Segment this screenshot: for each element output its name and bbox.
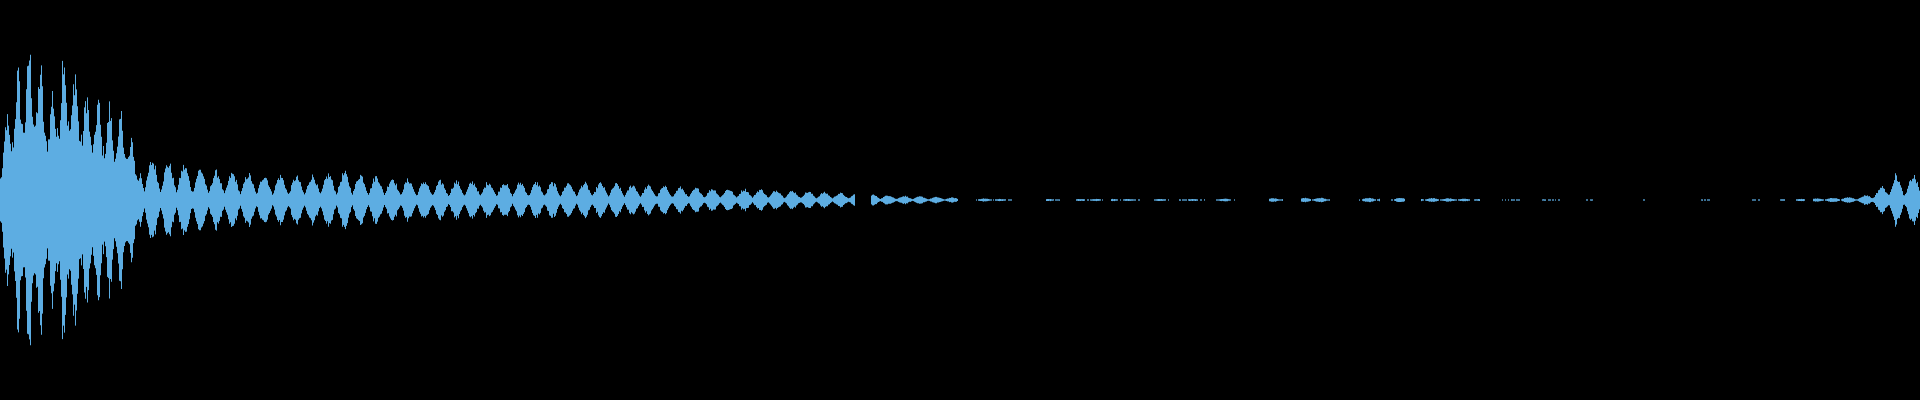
waveform-path bbox=[0, 54, 1920, 346]
